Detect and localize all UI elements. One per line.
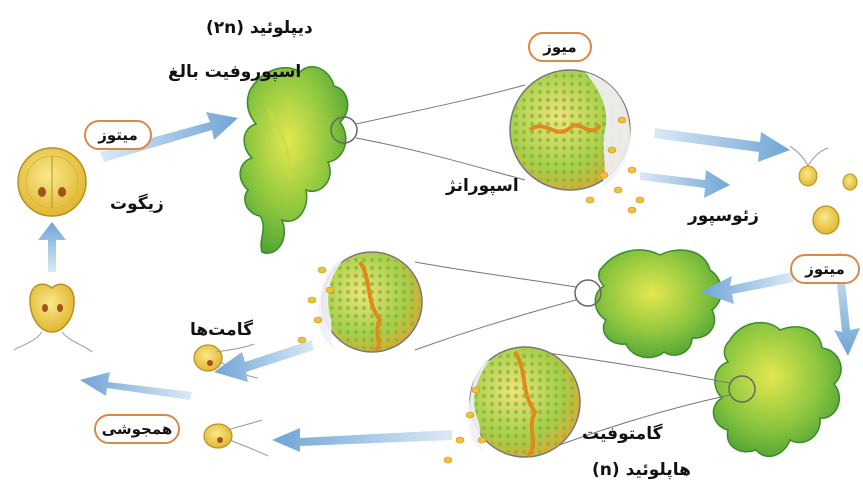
process-mitosis-top: میتوز bbox=[84, 120, 152, 150]
process-fertilization: همجوشی bbox=[94, 414, 180, 444]
zoom-lines-middle bbox=[415, 262, 576, 350]
label-zoospore: زئوسپور bbox=[688, 206, 759, 226]
label-gametes: گامت‌ها bbox=[190, 320, 253, 340]
label-sporangium: اسپورانژ bbox=[446, 176, 519, 196]
gamete-lower bbox=[204, 420, 268, 456]
zoom-lines-top bbox=[356, 85, 525, 180]
fusing-gametes-cell bbox=[14, 284, 92, 352]
gametangium-magnified-lower bbox=[444, 347, 580, 463]
arrow-fertilization bbox=[80, 372, 192, 400]
arrow-to-gametes-upper bbox=[214, 340, 314, 382]
arrow-up-left bbox=[38, 222, 66, 272]
label-gametophyte: گامتوفیت bbox=[582, 424, 662, 444]
arrow-to-zoospore-lower bbox=[640, 170, 730, 198]
zygote-cell bbox=[18, 148, 86, 216]
label-zygote: زیگوت bbox=[110, 194, 164, 214]
gametangium-magnified-upper bbox=[298, 252, 422, 352]
gametophyte-thallus-bottom bbox=[713, 323, 841, 457]
process-mitosis-right: میتوز bbox=[790, 254, 860, 284]
zoospore-cells bbox=[790, 146, 857, 234]
gametophyte-thallus-middle bbox=[595, 250, 721, 358]
label-diploid: دیپلوئید (۲n) bbox=[206, 18, 313, 38]
label-haploid: هاپلوئید (n) bbox=[592, 460, 691, 480]
label-adult-sporophyte: اسپوروفیت بالغ bbox=[168, 62, 301, 82]
arrow-to-zoospore-upper bbox=[654, 128, 790, 162]
process-meiosis: میوز bbox=[528, 32, 592, 62]
arrow-to-gametes-lower bbox=[272, 428, 452, 452]
sporangium-magnified bbox=[510, 70, 644, 213]
adult-sporophyte-thallus bbox=[240, 67, 348, 253]
